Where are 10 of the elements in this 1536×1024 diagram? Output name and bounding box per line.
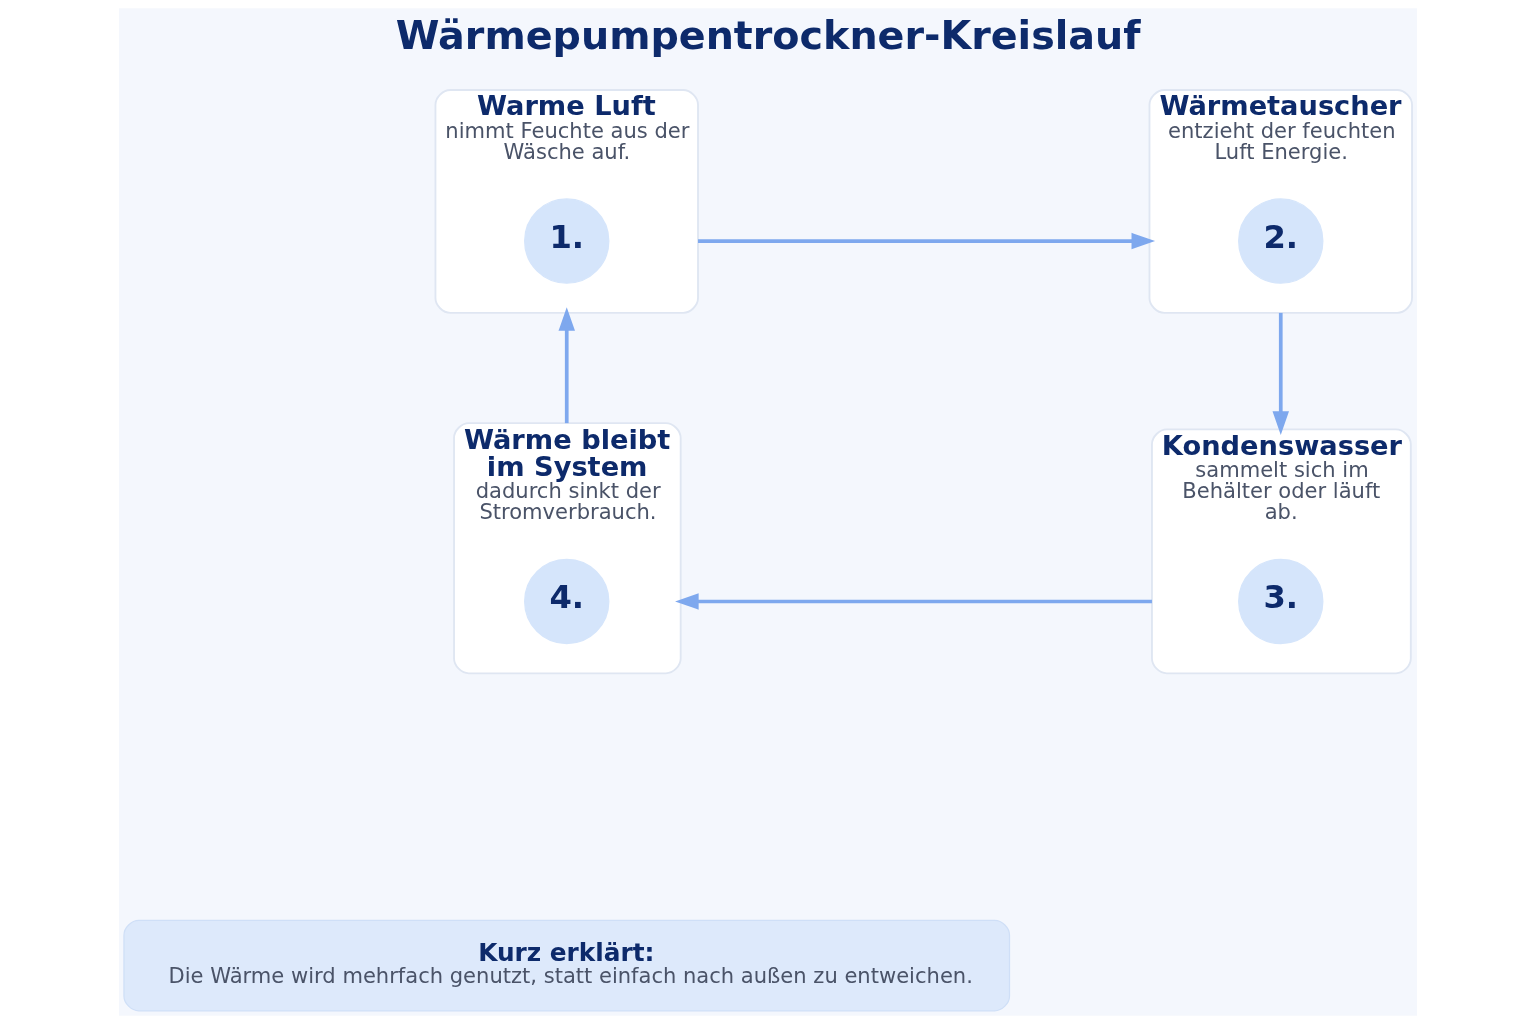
diagram-title: Wärmepumpentrockner-Kreislauf bbox=[395, 11, 1141, 58]
arrow bbox=[558, 307, 575, 424]
arrow bbox=[675, 593, 1152, 610]
arrow bbox=[1272, 312, 1289, 435]
node-circle: 4. bbox=[524, 558, 610, 645]
node-circle: 1. bbox=[524, 198, 610, 284]
arrow bbox=[698, 232, 1156, 250]
node-circle: 2. bbox=[1238, 198, 1324, 284]
node-box: Kurz erklärt: Die Wärme wird mehrfach genutzt, statt einfach nach außen zu entweichen. bbox=[123, 919, 1011, 1012]
node-circle: 3. bbox=[1238, 558, 1324, 645]
